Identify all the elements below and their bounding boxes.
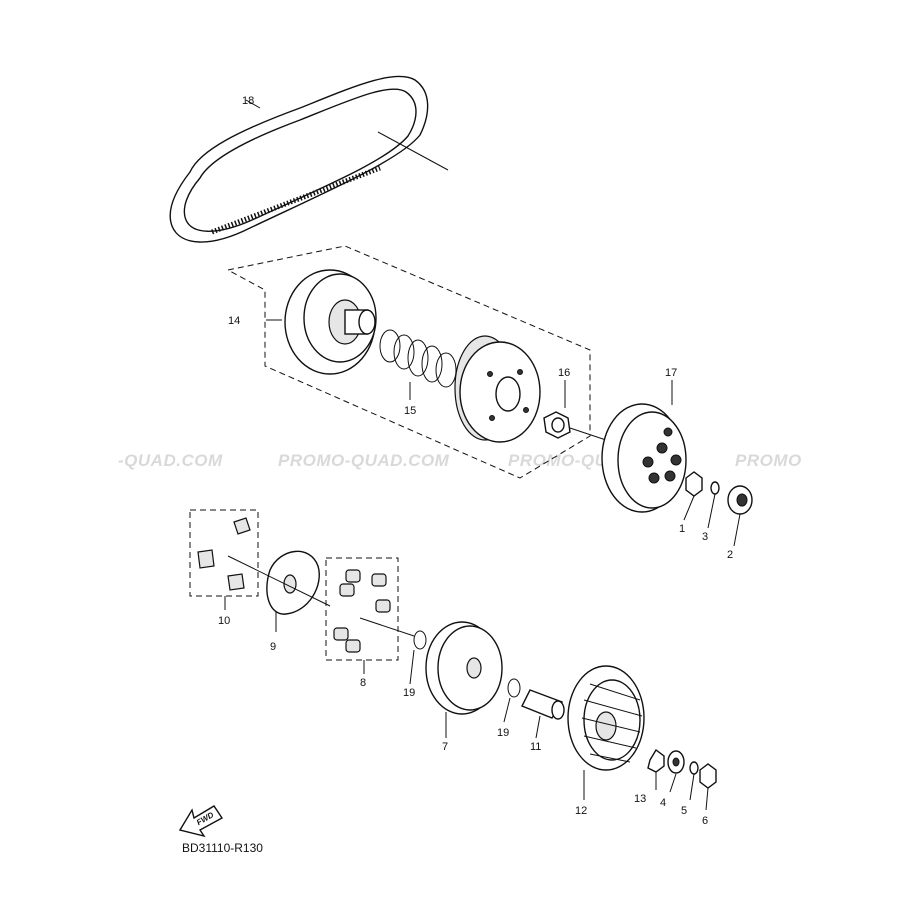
callout-4: 4 xyxy=(660,797,666,809)
cam-plate xyxy=(227,550,331,632)
callout-13: 13 xyxy=(634,793,646,805)
callout-2: 2 xyxy=(727,549,733,561)
clutch-nut xyxy=(543,380,613,443)
sheave-collar xyxy=(521,689,565,739)
callout-1: 1 xyxy=(679,523,685,535)
callout-5: 5 xyxy=(681,805,687,817)
callout-17: 17 xyxy=(665,367,677,379)
secondary-sheave xyxy=(266,269,377,375)
callout-16: 16 xyxy=(558,367,570,379)
callout-15: 15 xyxy=(404,405,416,417)
callout-19-left: 19 xyxy=(403,687,415,699)
clutch-assembly-box xyxy=(226,245,591,479)
star-washer xyxy=(647,748,665,790)
callout-7: 7 xyxy=(442,741,448,753)
fan-pulley xyxy=(567,665,645,800)
callout-6: 6 xyxy=(702,815,708,827)
watermark-text-4: PROMO xyxy=(735,451,802,470)
roller-box xyxy=(325,557,399,661)
callout-19-right: 19 xyxy=(497,727,509,739)
o-rings xyxy=(359,617,521,723)
sliders xyxy=(197,517,251,610)
callout-14: 14 xyxy=(228,315,240,327)
watermark-text-1: -QUAD.COM xyxy=(118,451,223,470)
callout-11: 11 xyxy=(530,741,541,753)
diagram-code: BD31110-R130 xyxy=(182,841,263,855)
nut-washer-bearing xyxy=(683,471,753,547)
clutch-carrier xyxy=(454,335,541,443)
primary-sheave xyxy=(425,621,503,738)
rollers xyxy=(333,569,391,674)
compression-spring xyxy=(379,329,457,400)
callout-numbers: 18 14 15 16 17 1 3 2 10 9 8 19 7 19 11 1… xyxy=(218,95,733,827)
callout-18: 18 xyxy=(242,95,254,107)
callout-12: 12 xyxy=(575,805,587,817)
forward-arrow-icon: FWD xyxy=(178,805,224,838)
callout-8: 8 xyxy=(360,677,366,689)
callout-3: 3 xyxy=(702,531,708,543)
bearing-washer-nut xyxy=(667,750,717,811)
clutch-housing xyxy=(601,380,687,513)
slider-box xyxy=(189,509,259,597)
watermark-row: -QUAD.COM PROMO-QUAD.COM PROMO-QUAD.COM … xyxy=(118,451,802,470)
watermark-text-2: PROMO-QUAD.COM xyxy=(278,451,450,470)
drive-belt xyxy=(169,75,449,243)
callout-9: 9 xyxy=(270,641,276,653)
callout-10: 10 xyxy=(218,615,230,627)
